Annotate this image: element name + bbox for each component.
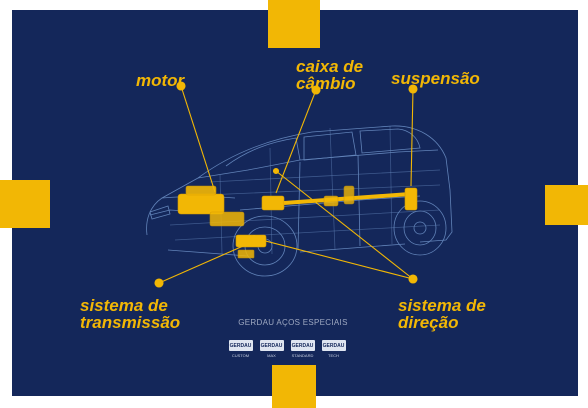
motor-label: motor: [136, 71, 185, 90]
badge-subtitle: MAX: [267, 353, 276, 358]
badge-subtitle: TECH: [328, 353, 339, 358]
gerdau-logo-icon: GERDAU: [321, 340, 346, 351]
brand-badge: GERDAU MAX: [259, 340, 284, 358]
right-square-decoration: [545, 185, 588, 225]
gerdau-logo-icon: GERDAU: [290, 340, 315, 351]
bottom-square-decoration: [272, 365, 316, 408]
steering-column-part: [323, 195, 339, 207]
brand-badge: GERDAU TECH: [321, 340, 346, 358]
brand-badge: GERDAU STANDARD: [290, 340, 315, 358]
highlighted-components: [177, 185, 418, 259]
brand-title: GERDAU AÇOS ESPECIAIS: [238, 318, 348, 327]
suspensao-label: suspensão: [391, 69, 480, 88]
left-square-decoration: [0, 180, 50, 228]
caixa-dot: [311, 85, 321, 95]
rear-suspension-part: [404, 187, 418, 211]
suspensao-dot: [408, 84, 418, 94]
brand-badges: GERDAU CUSTOM GERDAU MAX GERDAU STANDARD…: [228, 340, 346, 358]
gearbox-part: [261, 195, 285, 211]
engine-block: [177, 193, 225, 215]
steering-part: [237, 249, 255, 259]
brand-badge: GERDAU CUSTOM: [228, 340, 253, 358]
sistema-de-transmissao-label: sistema de transmissão: [80, 296, 181, 332]
transmissao-dot: [154, 278, 164, 288]
engine-lower: [209, 211, 245, 227]
top-square-decoration: [268, 0, 320, 48]
direcao-dot: [408, 274, 418, 284]
gerdau-logo-icon: GERDAU: [259, 340, 284, 351]
gerdau-logo-icon: GERDAU: [228, 340, 253, 351]
caixa-de-cambio-label: caixa de câmbio: [296, 57, 364, 93]
motor-dot: [176, 81, 186, 91]
leader-lines: [154, 81, 418, 288]
badge-subtitle: STANDARD: [291, 353, 314, 358]
mid-suspension-part: [343, 185, 355, 205]
badge-subtitle: CUSTOM: [231, 353, 250, 358]
engine-head: [185, 185, 217, 196]
sistema-de-direcao-label: sistema de direção: [398, 296, 486, 332]
